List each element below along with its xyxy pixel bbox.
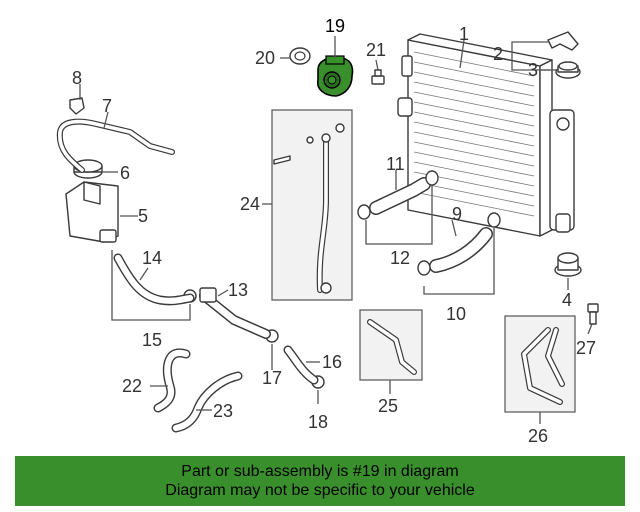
callout-23: 23 [213, 401, 233, 421]
radiator [397, 33, 575, 237]
callout-17: 17 [262, 368, 282, 388]
overflow-pipe [56, 118, 175, 173]
callout-7: 7 [102, 96, 112, 116]
pipe-clip [69, 97, 85, 115]
banner-line-2: Diagram may not be specific to your vehi… [165, 482, 475, 499]
upper-bracket [547, 31, 579, 51]
callout-6: 6 [120, 163, 130, 183]
callout-25: 25 [378, 396, 398, 416]
callout-27: 27 [576, 338, 596, 358]
callout-12: 12 [390, 248, 410, 268]
hose-kit-panel-26 [504, 315, 576, 413]
heater-hose-22 [153, 348, 191, 413]
callout-20: 20 [255, 48, 275, 68]
banner-line-1: Part or sub-assembly is #19 in diagram [181, 463, 459, 480]
callout-5: 5 [138, 206, 148, 226]
seal-ring-20 [289, 47, 311, 65]
callout-9: 9 [452, 204, 462, 224]
leader-lines [79, 36, 593, 424]
callout-4: 4 [562, 290, 572, 310]
lower-radiator-hose [429, 227, 493, 273]
callout-3: 3 [528, 60, 538, 80]
upper-mount [555, 61, 581, 79]
callout-1: 1 [459, 24, 469, 44]
hose-kit-panel-25 [359, 309, 423, 381]
bolt-27 [587, 303, 599, 325]
callout-10: 10 [446, 304, 466, 324]
parts-diagram: 1 2 3 4 5 6 7 8 9 10 11 12 13 14 15 16 1… [56, 16, 599, 446]
callout-18: 18 [308, 412, 328, 432]
water-pipe-assembly [199, 287, 271, 339]
info-banner: Part or sub-assembly is #19 in diagram D… [15, 456, 625, 506]
bypass-hose [283, 345, 319, 385]
bolt-21 [371, 69, 385, 85]
reservoir-hose [113, 253, 195, 306]
callout-11: 11 [386, 154, 405, 174]
callout-22: 22 [122, 376, 142, 396]
callout-26: 26 [528, 426, 548, 446]
highlighted-part-19 [316, 55, 354, 97]
callout-13: 13 [228, 280, 248, 300]
callout-8: 8 [72, 68, 82, 88]
callout-2: 2 [493, 44, 503, 64]
callout-16: 16 [322, 352, 342, 372]
callout-14: 14 [142, 248, 162, 268]
coolant-reservoir [65, 181, 119, 243]
heater-hose-23 [171, 371, 243, 433]
callout-21: 21 [366, 40, 386, 60]
lower-mount [554, 252, 582, 277]
callout-24: 24 [240, 194, 260, 214]
callout-15: 15 [142, 330, 162, 350]
hose-kit-panel-24 [271, 109, 353, 301]
callout-19: 19 [325, 16, 345, 36]
callout-numbers: 1 2 3 4 5 6 7 8 9 10 11 12 13 14 15 16 1… [72, 16, 596, 446]
upper-radiator-hose [369, 177, 431, 215]
